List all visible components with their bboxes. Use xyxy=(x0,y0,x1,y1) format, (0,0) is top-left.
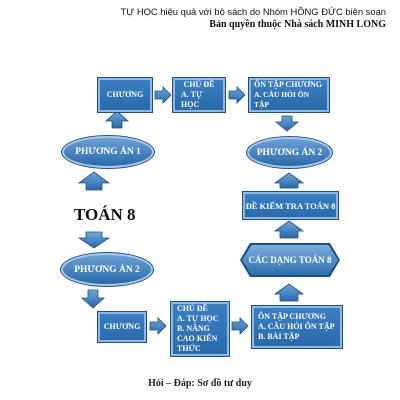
arrow-up-ontap-to-cacdang xyxy=(273,283,305,302)
arrow-up-dekiemtra xyxy=(273,172,305,189)
cac-dang-toan-hex: CÁC DẠNG TOÁN 8 xyxy=(240,243,340,277)
phuong-an-1-oval: PHƯƠNG ÁN 1 xyxy=(61,135,155,169)
chu-de-bottom-item-2: B. NÂNG CAO KIẾN THỨC xyxy=(177,324,218,353)
chu-de-item-1: A. TỰ HỌC xyxy=(181,90,203,109)
on-tap-bottom-item-2: B. BÀI TẬP xyxy=(258,332,300,341)
chu-de-heading: CHỦ ĐỀ xyxy=(183,80,215,89)
chu-de-box-bottom: CHỦ ĐỀ A. TỰ HỌC B. NÂNG CAO KIẾN THỨC xyxy=(170,301,230,357)
diagram-title: TOÁN 8 xyxy=(74,205,136,224)
arrow-up-pa1-to-chuong xyxy=(104,110,130,129)
on-tap-box-bottom: ÔN TẬP CHƯƠNG A. CÂU HỎI ÔN TẬP B. BÀI T… xyxy=(251,305,343,349)
on-tap-bottom-item-1: A. CÂU HỎI ÔN TẬP xyxy=(258,322,335,331)
de-kiem-tra-box: ĐỀ KIỂM TRA TOÁN 8 xyxy=(242,191,339,220)
cac-dang-toan-label: CÁC DẠNG TOÁN 8 xyxy=(248,255,332,265)
phuong-an-1-label: PHƯƠNG ÁN 1 xyxy=(75,147,141,157)
chuong-label: CHƯƠNG xyxy=(106,90,144,99)
on-tap-box-top: ÔN TẬP CHƯƠNG A. CÂU HỎI ÔN TẬP xyxy=(248,77,330,113)
chuong-bottom-label: CHƯƠNG xyxy=(103,322,141,331)
arrow-up-title-to-pa1 xyxy=(77,171,111,191)
header-line-2: Bản quyền thuộc Nhà sách MINH LONG xyxy=(209,19,386,30)
arrow-down-pa2-to-chuong xyxy=(80,289,106,309)
header-line-1: TỰ HỌC hiệu quả với bộ sách do Nhóm HỒNG… xyxy=(120,6,387,17)
de-kiem-tra-label: ĐỀ KIỂM TRA TOÁN 8 xyxy=(245,200,336,211)
on-tap-bottom-heading: ÔN TẬP CHƯƠNG xyxy=(258,312,327,321)
arrow-down-ontap-to-pa2 xyxy=(274,115,300,132)
figure-caption: Hỏi – Đáp: Sơ đồ tư duy xyxy=(148,378,252,389)
arrow-down-title-to-pa2 xyxy=(77,231,111,249)
chuong-box-bottom: CHƯƠNG xyxy=(97,311,147,343)
arrow-chuong-to-chude-bottom xyxy=(149,317,167,335)
arrow-chude-to-ontap-bottom xyxy=(231,317,249,335)
arrow-up-cacdang-to-dekiemtra xyxy=(273,220,305,239)
phuong-an-2-right-label: PHƯƠNG ÁN 2 xyxy=(256,147,323,158)
arrow-chuong-to-chude-top xyxy=(154,86,172,104)
arrow-chude-to-ontap-top xyxy=(228,86,246,104)
chu-de-bottom-heading: CHỦ ĐỀ xyxy=(177,304,208,313)
chu-de-box-top: CHỦ ĐỀ A. TỰ HỌC xyxy=(172,77,226,113)
phuong-an-2-right-oval: PHƯƠNG ÁN 2 xyxy=(246,136,333,169)
chuong-box-top: CHƯƠNG xyxy=(97,77,153,113)
on-tap-item-1: A. CÂU HỎI ÔN TẬP xyxy=(254,90,310,109)
phuong-an-2-left-label: PHƯƠNG ÁN 2 xyxy=(74,264,140,275)
chu-de-bottom-item-1: A. TỰ HỌC xyxy=(177,314,219,323)
on-tap-heading: ÔN TẬP CHƯƠNG xyxy=(254,80,323,89)
phuong-an-2-left-oval: PHƯƠNG ÁN 2 xyxy=(60,252,154,287)
